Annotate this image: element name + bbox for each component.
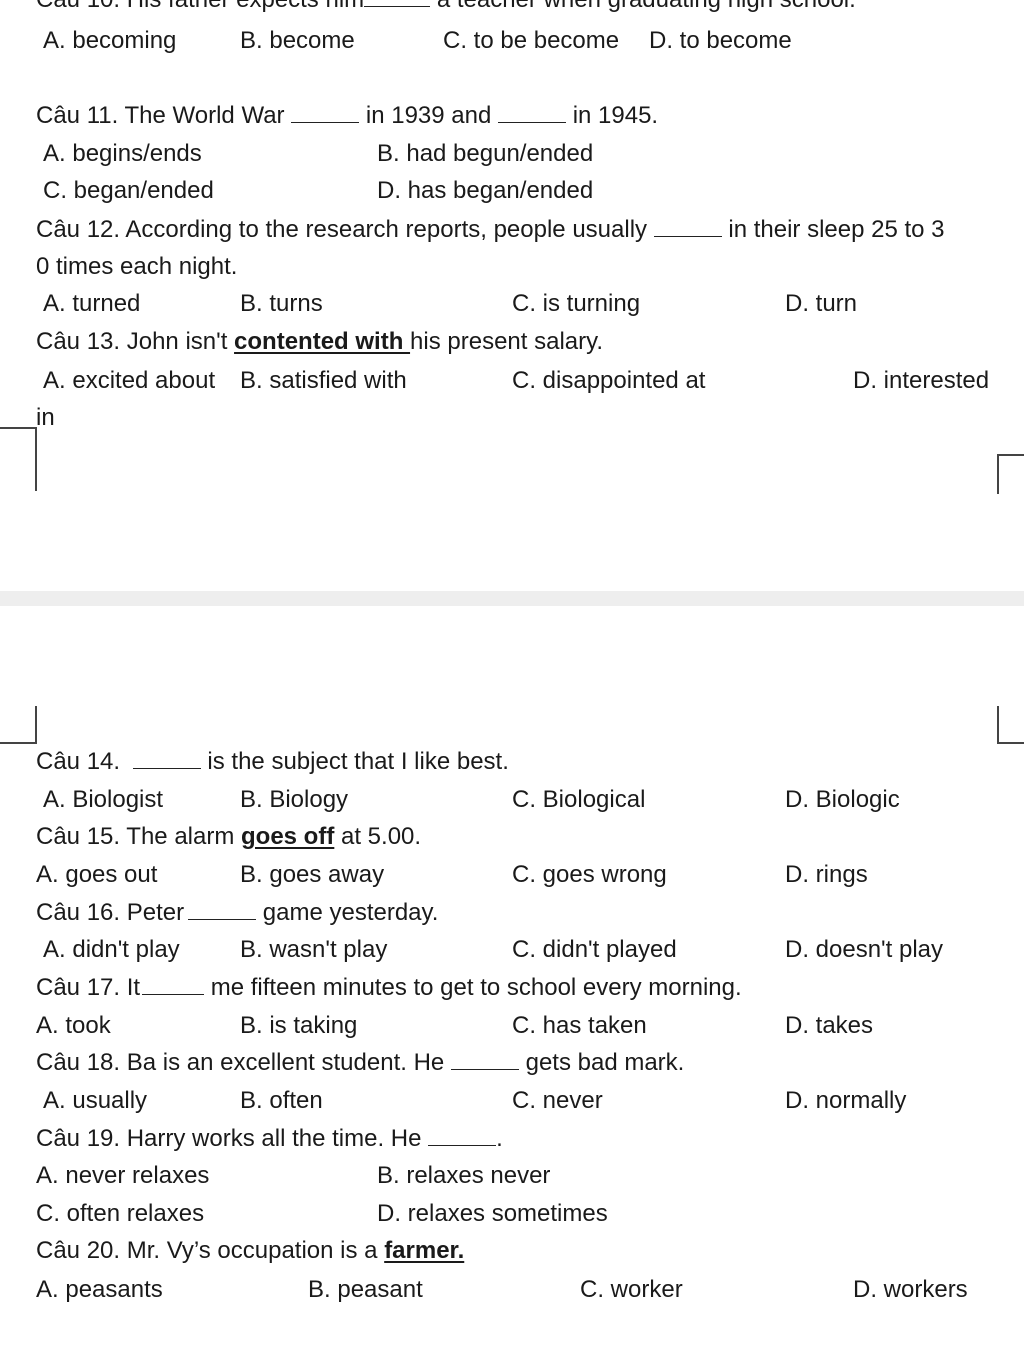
q20-underlined-word: farmer. bbox=[384, 1237, 465, 1264]
q19-option-b: B. relaxes never bbox=[377, 1162, 551, 1189]
q18-stem-end: gets bad mark. bbox=[525, 1049, 685, 1076]
q12-stem: Câu 12. According to the research report… bbox=[36, 216, 945, 244]
q12-option-b: B. turns bbox=[240, 290, 323, 317]
q17-stem-end: me fifteen minutes to get to school ever… bbox=[210, 974, 742, 1001]
q13-option-c: C. disappointed at bbox=[512, 367, 706, 394]
q15-option-b: B. goes away bbox=[240, 861, 385, 888]
q13-stem-start: Câu 13. John isn't bbox=[36, 328, 228, 355]
q20-option-c: C. worker bbox=[580, 1276, 683, 1303]
q14-option-b: B. Biology bbox=[240, 786, 349, 813]
q13-option-d: D. interested bbox=[853, 367, 990, 394]
q15-stem: Câu 15. The alarm goes off at 5.00. bbox=[36, 823, 421, 851]
q12-option-d: D. turn bbox=[785, 290, 858, 317]
q17-option-c: C. has taken bbox=[512, 1012, 647, 1039]
q13-stem-end: his present salary. bbox=[410, 328, 604, 355]
q20-option-a: A. peasants bbox=[36, 1276, 163, 1303]
q11-stem-end: in 1945. bbox=[572, 102, 659, 129]
q19-option-d: D. relaxes sometimes bbox=[377, 1200, 608, 1227]
q18-blank bbox=[450, 1051, 519, 1070]
q20-stem-start: Câu 20. Mr. Vy’s occupation is a bbox=[36, 1237, 378, 1264]
q20-option-b: B. peasant bbox=[308, 1276, 423, 1303]
q12-stem-start: Câu 12. According to the research report… bbox=[36, 216, 648, 243]
q15-option-c: C. goes wrong bbox=[512, 861, 667, 888]
q10-option-a: A. becoming bbox=[43, 27, 177, 54]
q17-option-d: D. takes bbox=[785, 1012, 874, 1039]
q11-option-a: A. begins/ends bbox=[43, 140, 202, 167]
q17-blank bbox=[142, 976, 205, 995]
q14-stem: Câu 14. is the subject that I like best. bbox=[36, 748, 509, 776]
q19-blank bbox=[428, 1127, 497, 1146]
page-corner-mark-top-left bbox=[0, 427, 37, 491]
q13-option-a: A. excited about bbox=[43, 367, 216, 394]
q19-stem: Câu 19. Harry works all the time. He . bbox=[36, 1125, 503, 1153]
q10-blank bbox=[364, 0, 431, 7]
q13-option-b: B. satisfied with bbox=[240, 367, 407, 394]
q16-option-c: C. didn't played bbox=[512, 936, 677, 963]
q11-blank-1 bbox=[291, 104, 360, 123]
q11-stem-start: Câu 11. The World War bbox=[36, 102, 285, 129]
q10-option-b: B. become bbox=[240, 27, 355, 54]
q12-option-a: A. turned bbox=[43, 290, 141, 317]
q11-stem: Câu 11. The World War in 1939 and in 194… bbox=[36, 102, 658, 130]
q10-stem-end: a teacher when graduating high school. bbox=[437, 0, 856, 13]
q18-stem-start: Câu 18. Ba is an excellent student. He bbox=[36, 1049, 445, 1076]
q15-option-d: D. rings bbox=[785, 861, 868, 888]
q12-stem-continued: 0 times each night. bbox=[36, 253, 238, 280]
q13-stem: Câu 13. John isn't contented with his pr… bbox=[36, 328, 603, 356]
q11-stem-middle: in 1939 and bbox=[365, 102, 492, 129]
q10-option-c: C. to be become bbox=[443, 27, 620, 54]
q16-stem: Câu 16. Peter game yesterday. bbox=[36, 899, 438, 927]
q16-blank bbox=[188, 901, 257, 920]
q14-stem-end: is the subject that I like best. bbox=[207, 748, 509, 775]
q10-option-d: D. to become bbox=[649, 27, 792, 54]
q17-stem: Câu 17. It me fifteen minutes to get to … bbox=[36, 974, 742, 1002]
page-separator bbox=[0, 591, 1024, 606]
q17-stem-start: Câu 17. It bbox=[36, 974, 141, 1001]
q11-option-b: B. had begun/ended bbox=[377, 140, 594, 167]
q14-option-a: A. Biologist bbox=[43, 786, 164, 813]
q14-blank bbox=[132, 750, 201, 769]
q19-stem-start: Câu 19. Harry works all the time. He bbox=[36, 1125, 422, 1152]
page-corner-mark-top-right bbox=[997, 454, 1024, 494]
q18-stem: Câu 18. Ba is an excellent student. He g… bbox=[36, 1049, 684, 1077]
q15-underlined-phrase: goes off bbox=[241, 823, 335, 850]
q15-stem-start: Câu 15. The alarm bbox=[36, 823, 235, 850]
q12-blank bbox=[653, 218, 722, 237]
q14-stem-start: Câu 14. bbox=[36, 748, 121, 775]
q15-option-a: A. goes out bbox=[36, 861, 158, 888]
q13-underlined-phrase: contented with bbox=[234, 328, 411, 355]
q17-option-b: B. is taking bbox=[240, 1012, 358, 1039]
q18-option-a: A. usually bbox=[43, 1087, 148, 1114]
q12-option-c: C. is turning bbox=[512, 290, 641, 317]
page-corner-mark-bottom-right bbox=[997, 706, 1024, 744]
q11-option-c: C. began/ended bbox=[43, 177, 214, 204]
q11-blank-2 bbox=[498, 104, 567, 123]
q16-option-d: D. doesn't play bbox=[785, 936, 944, 963]
q18-option-c: C. never bbox=[512, 1087, 603, 1114]
q15-stem-end: at 5.00. bbox=[341, 823, 422, 850]
q10-stem-start: Câu 10. His father expects him bbox=[36, 0, 364, 13]
q17-option-a: A. took bbox=[36, 1012, 111, 1039]
page-corner-mark-bottom-left bbox=[0, 706, 37, 744]
q20-option-d: D. workers bbox=[853, 1276, 968, 1303]
q20-stem: Câu 20. Mr. Vy’s occupation is a farmer. bbox=[36, 1237, 464, 1265]
q16-option-a: A. didn't play bbox=[43, 936, 180, 963]
q19-stem-end: . bbox=[496, 1125, 503, 1152]
q14-option-c: C. Biological bbox=[512, 786, 646, 813]
q12-stem-end: in their sleep 25 to 3 bbox=[728, 216, 945, 243]
q19-option-c: C. often relaxes bbox=[36, 1200, 205, 1227]
q10-stem: Câu 10. His father expects him a teacher… bbox=[36, 0, 856, 14]
q13-option-d-continued: in bbox=[36, 404, 55, 431]
q18-option-d: D. normally bbox=[785, 1087, 907, 1114]
q11-option-d: D. has began/ended bbox=[377, 177, 594, 204]
q19-option-a: A. never relaxes bbox=[36, 1162, 210, 1189]
q16-stem-start: Câu 16. Peter bbox=[36, 899, 185, 926]
q18-option-b: B. often bbox=[240, 1087, 323, 1114]
q16-stem-end: game yesterday. bbox=[262, 899, 439, 926]
q16-option-b: B. wasn't play bbox=[240, 936, 388, 963]
q14-option-d: D. Biologic bbox=[785, 786, 900, 813]
